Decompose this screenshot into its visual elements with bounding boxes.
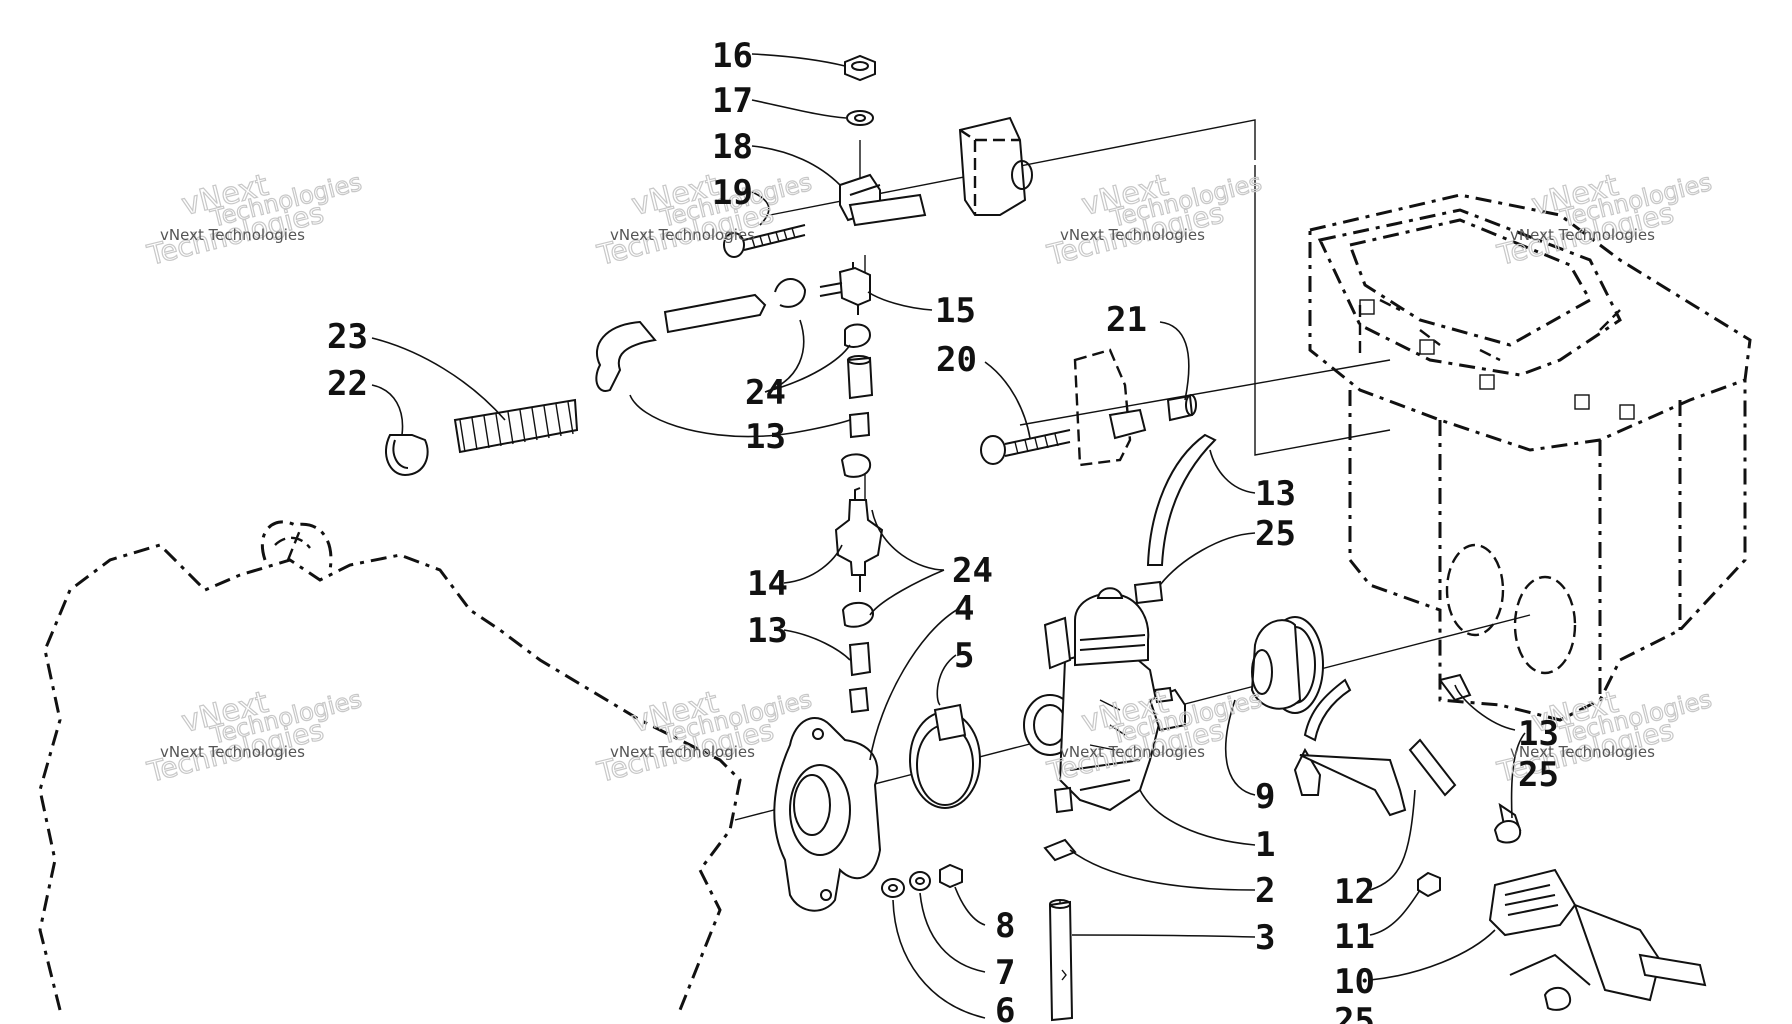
callout-label: 4 [954, 589, 974, 629]
engine-outline [38, 520, 742, 1011]
callout-label: 13 [745, 417, 786, 457]
callout-label: 20 [936, 340, 977, 380]
spacer-21 [1166, 394, 1197, 422]
callout-label: 13 [747, 611, 788, 651]
washer-6 [881, 878, 905, 898]
hose-pieces-13-mid [840, 355, 874, 478]
callout-label: 24 [745, 373, 786, 413]
callout-label: 16 [712, 36, 753, 76]
fuel-tee-15 [819, 262, 871, 315]
nut-16 [844, 54, 876, 82]
carburetor-1 [1023, 587, 1186, 814]
callout-label: 2 [1255, 871, 1275, 911]
screw-20 [980, 429, 1071, 465]
callout-label: 9 [1255, 777, 1275, 817]
callout-label: 10 [1334, 962, 1375, 1002]
watermark-text: vNext Technologies [160, 743, 305, 761]
callout-label: 8 [995, 906, 1015, 946]
clamp-5 [909, 703, 981, 809]
watermark-text: vNext Technologies [1510, 226, 1655, 244]
mounting-bracket-20 [1073, 348, 1147, 467]
callout-label: 17 [712, 81, 753, 121]
spring-23 [453, 398, 579, 454]
callout-label: 3 [1255, 918, 1275, 958]
fuel-filter-14 [834, 487, 884, 592]
watermark-text: vNext Technologies [1510, 743, 1655, 761]
air-box-outline [1308, 193, 1752, 722]
callout-label: 11 [1334, 917, 1375, 957]
drain-tube-3 [1048, 899, 1074, 1022]
callout-label: 19 [712, 173, 753, 213]
callout-label: 25 [1518, 755, 1559, 795]
watermark-text: vNext Technologies [1060, 226, 1205, 244]
clamp-24-lower [841, 601, 874, 714]
callout-label: 5 [954, 636, 974, 676]
callout-labels: 16 17 18 19 15 23 22 24 13 21 20 13 25 1… [327, 36, 1559, 1024]
callout-label: 22 [327, 364, 368, 404]
intake-flange-4 [773, 716, 882, 912]
leader-lines [371, 53, 1526, 1019]
pilot-jet-2 [1043, 838, 1077, 862]
callout-label: 23 [327, 317, 368, 357]
callout-label: 25 [1334, 1001, 1375, 1024]
callout-label: 12 [1334, 872, 1375, 912]
watermark-text: vNext Technologies [610, 743, 755, 761]
callout-label: 24 [952, 551, 993, 591]
clamp-25-lower-right [1493, 820, 1591, 1011]
fuel-pump-10 [1488, 868, 1707, 1002]
clamp-22 [385, 434, 429, 477]
callout-label: 14 [747, 564, 788, 604]
vent-hose-13-right [1133, 433, 1217, 605]
nut-8 [939, 863, 963, 889]
callout-label: 7 [995, 953, 1015, 993]
callout-label: 21 [1106, 300, 1147, 340]
cable-housing-block [958, 116, 1033, 216]
washer-7 [909, 871, 931, 891]
watermark-text: vNext Technologies [1060, 743, 1205, 761]
washer-17 [846, 110, 874, 126]
callout-label: 6 [995, 991, 1015, 1024]
callout-label: 15 [935, 291, 976, 331]
screw-19 [723, 193, 927, 258]
callout-label: 13 [1518, 714, 1559, 754]
watermark-text: vNext Technologies [610, 226, 755, 244]
callout-label: 18 [712, 127, 753, 167]
clamp-24-top [774, 278, 872, 348]
lower-right-hoses [1293, 673, 1522, 831]
nut-11 [1417, 871, 1441, 898]
callout-label: 1 [1255, 825, 1275, 865]
callout-label: 25 [1255, 514, 1296, 554]
watermark-text: vNext Technologies [160, 226, 305, 244]
intake-boot-9 [1250, 616, 1324, 714]
callout-label: 13 [1255, 474, 1296, 514]
hose-13-top [595, 293, 767, 392]
